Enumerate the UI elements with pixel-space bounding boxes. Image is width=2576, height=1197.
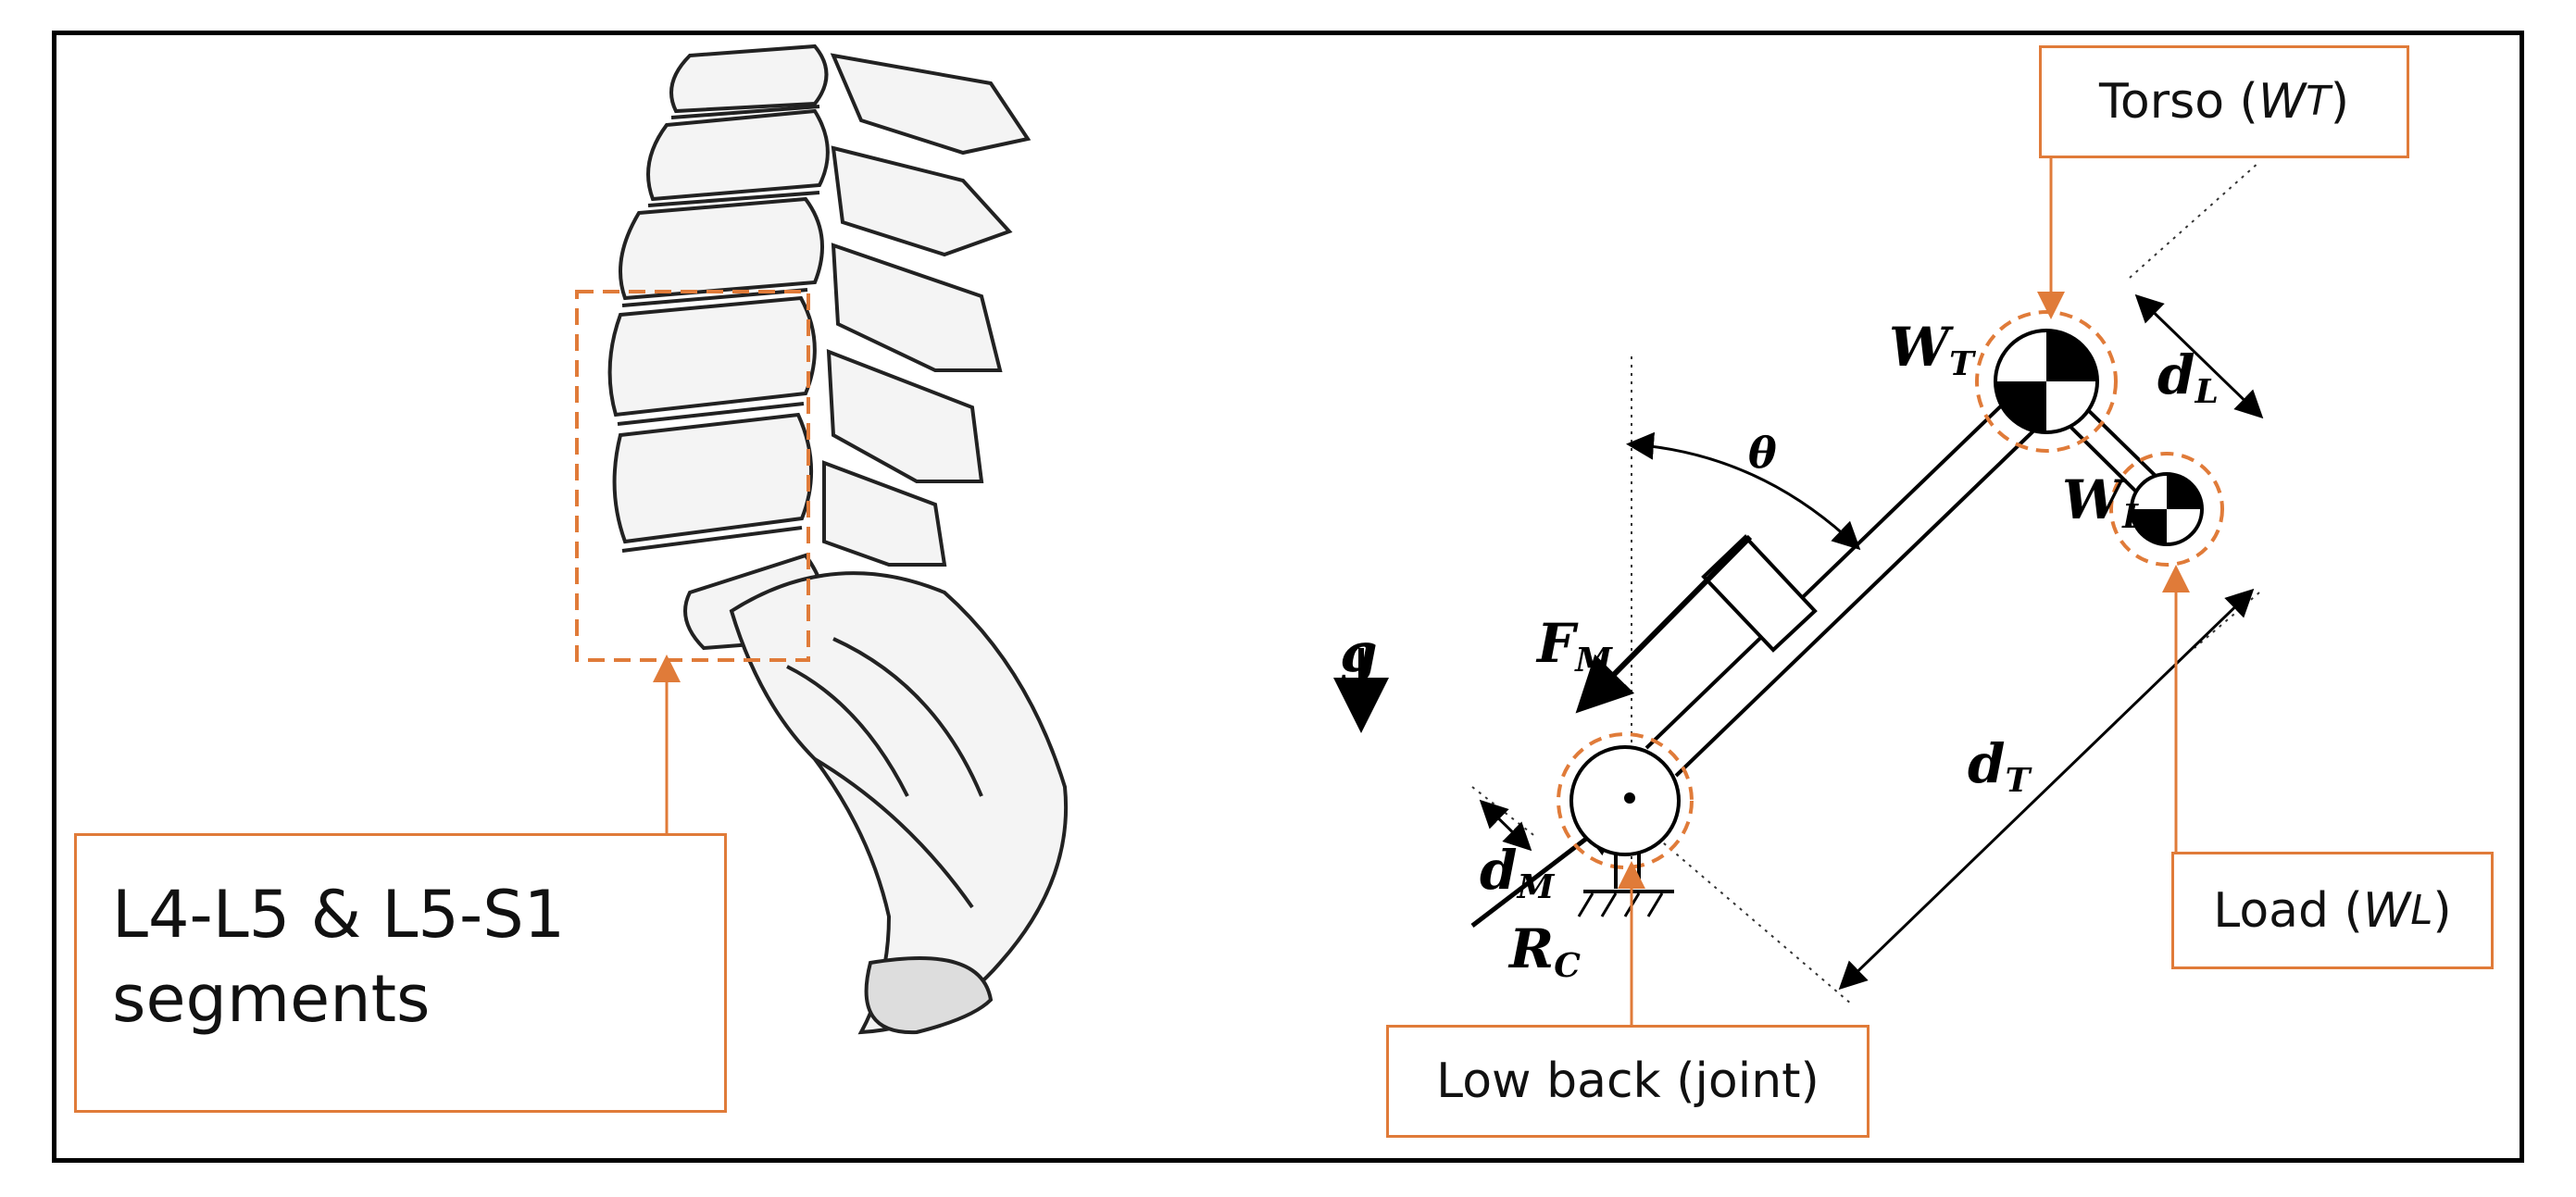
muscle-force-arrow	[1575, 534, 1753, 714]
load-callout-subscript: L	[2410, 887, 2433, 934]
joint-highlight	[1557, 732, 1694, 869]
load-callout-close: )	[2432, 882, 2452, 939]
symbol-dM: dM	[1480, 839, 1556, 906]
symbol-dL: dL	[2157, 343, 2219, 411]
coccyx	[864, 956, 994, 1035]
process-3	[831, 243, 1003, 372]
process-2	[831, 145, 1013, 257]
segments-highlight-box	[575, 290, 810, 662]
symbol-WL: WL	[2062, 468, 2145, 536]
dT-dimension	[1838, 588, 2255, 991]
vertebra-3	[619, 196, 824, 301]
vertebra-4-L4	[607, 295, 817, 418]
joint-callout-label: Low back (joint)	[1436, 1054, 1819, 1109]
torso-callout-label: Torso (	[2098, 74, 2258, 130]
dM-dimension	[1479, 799, 1532, 852]
vertebra-1	[669, 44, 829, 114]
biomechanical-model	[1333, 158, 2264, 1028]
process-4	[826, 349, 984, 483]
dL-dimension	[2134, 293, 2264, 419]
figure-frame	[52, 31, 2524, 1163]
symbol-RC: RC	[1507, 917, 1581, 985]
torso-callout-close: )	[2330, 74, 2350, 130]
joint-callout: Low back (joint)	[1386, 1025, 1869, 1138]
spine-illustration	[607, 44, 1069, 1035]
symbol-g: g	[1340, 621, 1378, 684]
process-5	[822, 460, 947, 567]
segments-callout-line1: L4-L5 & L5-S1	[112, 877, 566, 953]
vertebra-2	[646, 108, 830, 202]
load-callout-symbol: W	[2362, 882, 2411, 939]
load-callout-label: Load (	[2213, 882, 2363, 939]
vertebra-5-L5	[612, 412, 814, 544]
torso-callout-symbol: W	[2257, 74, 2307, 130]
symbol-theta: θ	[1748, 428, 1777, 478]
torso-callout-subscript: T	[2306, 79, 2331, 125]
process-1	[830, 53, 1032, 156]
muscle-block	[1701, 534, 1818, 653]
symbol-WT: WT	[1889, 316, 1976, 383]
symbol-FM: FM	[1535, 612, 1613, 680]
segments-callout: L4-L5 & L5-S1 segments	[74, 833, 727, 1113]
symbol-dT: dT	[1968, 732, 2032, 800]
theta-arc	[1626, 431, 1861, 551]
segments-callout-line2: segments	[112, 961, 431, 1037]
